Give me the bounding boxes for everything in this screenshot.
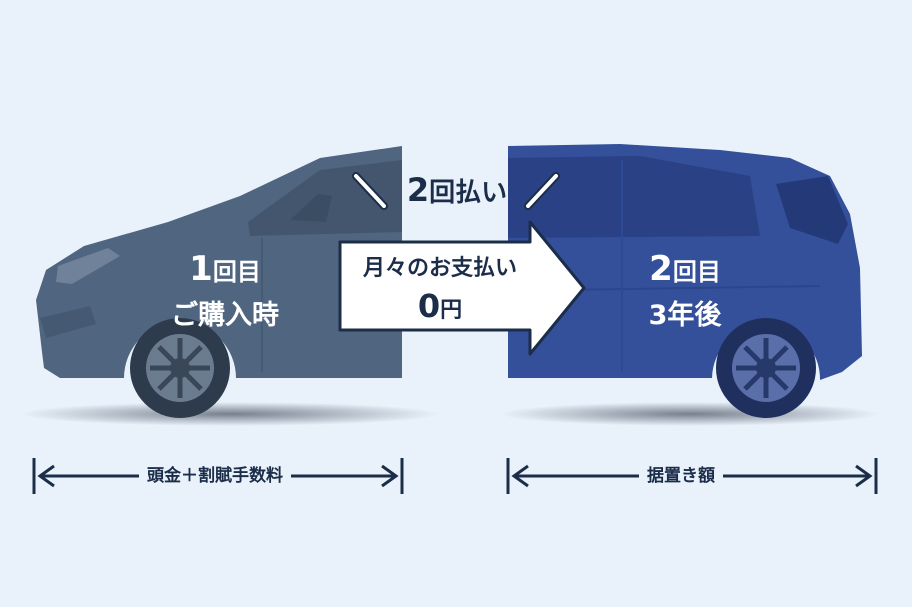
first-payment-label: ご購入時: [171, 300, 279, 331]
car-shadow-left: [20, 402, 440, 426]
second-payment-count: 2: [649, 249, 673, 289]
first-payment-heading: 1回目: [150, 252, 300, 286]
arrow-amount: 0円: [345, 290, 535, 322]
car-rear-half: [508, 144, 862, 418]
payment-arrow: [338, 220, 586, 356]
second-payment-heading: 2回目: [610, 252, 760, 286]
first-payment-count: 1: [189, 249, 213, 289]
second-payment-label: 3年後: [648, 300, 722, 331]
range-label-left: 頭金＋割賦手数料: [139, 465, 291, 487]
installment-badge: 2回払い: [392, 174, 522, 206]
range-label-right: 据置き額: [639, 465, 723, 487]
installment-count: 2: [406, 171, 430, 209]
arrow-amount-value: 0: [417, 287, 441, 325]
first-payment-unit: 回目: [212, 258, 261, 286]
second-payment-unit: 回目: [672, 258, 721, 286]
arrow-line1: 月々のお支払い: [362, 256, 517, 281]
arrow-amount-currency: 円: [440, 298, 463, 323]
installment-text: 回払い: [429, 178, 508, 208]
car-shadow-right: [500, 402, 880, 426]
